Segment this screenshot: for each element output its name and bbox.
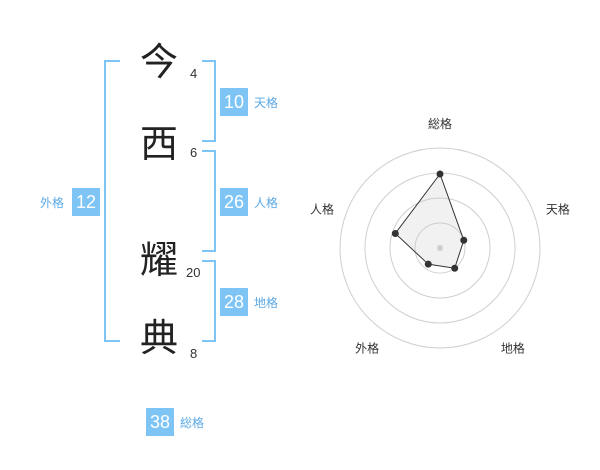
chikaku-label: 地格 <box>254 296 279 310</box>
gaikaku-label: 外格 <box>40 196 65 210</box>
radar-point-2 <box>460 236 468 244</box>
radar-axis-label-4: 外格 <box>355 340 379 355</box>
stroke-count-4: 8 <box>190 346 198 361</box>
radar-point-5 <box>391 229 399 237</box>
radar-point-4 <box>424 260 432 268</box>
tenkaku-value: 10 <box>220 88 248 116</box>
jinkaku-label: 人格 <box>254 196 279 210</box>
radar-ring <box>339 147 541 349</box>
soukaku-label: 総格 <box>180 416 205 430</box>
name-char-3: 耀 <box>140 238 179 282</box>
radar-axis-label-5: 人格 <box>310 202 334 217</box>
jinkaku-bracket <box>202 150 216 252</box>
radar-point-3 <box>451 264 459 272</box>
radar-point-1 <box>436 170 444 178</box>
tenkaku-label: 天格 <box>254 96 279 110</box>
name-char-1: 今 <box>140 40 179 84</box>
radar-ring <box>389 197 491 299</box>
stroke-count-2: 6 <box>190 145 198 160</box>
radar-axis-label-1: 総格 <box>428 116 452 131</box>
name-char-4: 典 <box>140 316 179 360</box>
tenkaku-bracket <box>202 60 216 142</box>
jinkaku-value: 26 <box>220 188 248 216</box>
stroke-count-1: 4 <box>190 66 198 81</box>
radar-polygon <box>394 172 465 269</box>
radar-center <box>437 245 443 251</box>
chikaku-value: 28 <box>220 288 248 316</box>
name-char-2: 西 <box>140 122 179 166</box>
radar-axis-label-3: 地格 <box>501 340 525 355</box>
gaikaku-bracket <box>104 60 120 342</box>
stroke-count-3: 20 <box>186 265 201 280</box>
chikaku-bracket <box>202 260 216 342</box>
radar-axis-label-2: 天格 <box>546 202 570 217</box>
gaikaku-value: 12 <box>72 188 100 216</box>
soukaku-value: 38 <box>146 408 174 436</box>
radar-ring <box>414 222 466 274</box>
